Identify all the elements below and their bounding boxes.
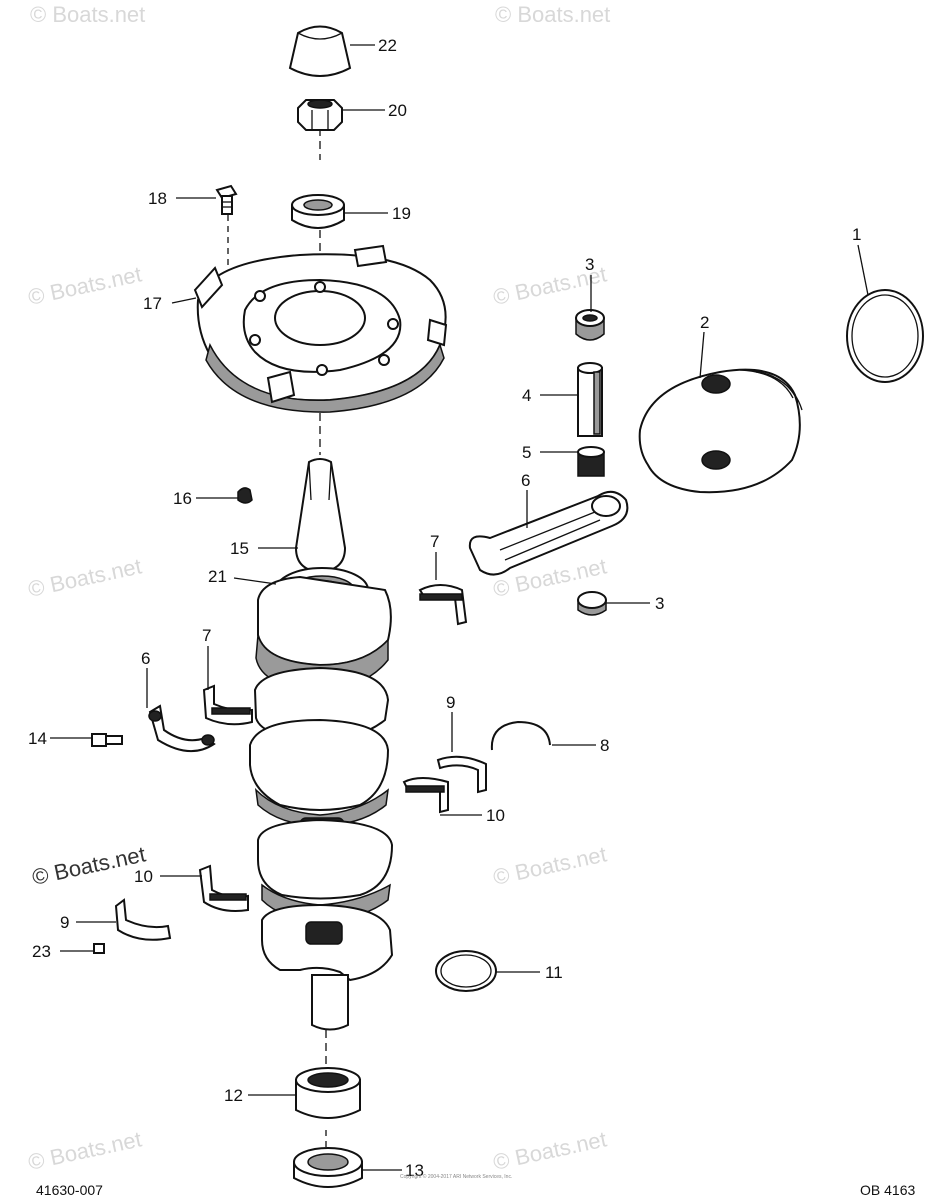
- watermark: © Boats.net: [26, 261, 144, 309]
- part-10-bearing-cage-upper: [402, 777, 449, 814]
- callout-3-upper: 3: [585, 255, 594, 274]
- watermark: © Boats.net: [26, 553, 144, 601]
- callout-23: 23: [32, 942, 51, 961]
- watermark: © Boats.net: [491, 841, 609, 889]
- part-19-seal: [291, 194, 345, 229]
- callout-14: 14: [28, 729, 47, 748]
- callout-11: 11: [545, 963, 563, 982]
- watermark: © Boats.net: [491, 1126, 609, 1174]
- part-16-key: [237, 487, 253, 504]
- watermark: © Boats.net: [30, 841, 148, 889]
- part-23-screw: [93, 943, 105, 954]
- part-13-seal: [293, 1147, 363, 1188]
- part-3-needle-bearing-upper: [575, 309, 605, 341]
- callout-17: 17: [143, 294, 162, 313]
- part-17-retainer-plate: [193, 244, 448, 413]
- part-22-cap: [288, 25, 352, 77]
- part-3-needle-bearing-lower: [577, 591, 607, 616]
- callout-7-upper: 7: [430, 532, 439, 551]
- watermark: © Boats.net: [26, 1126, 144, 1174]
- callout-10-lower: 10: [134, 867, 153, 886]
- drawing-number: 41630-007: [36, 1182, 103, 1198]
- watermark: © Boats.net: [495, 2, 610, 27]
- callout-8: 8: [600, 736, 609, 755]
- callout-6-rod: 6: [521, 471, 530, 490]
- part-4-wrist-pin: [577, 362, 603, 437]
- callout-10-upper: 10: [486, 806, 505, 825]
- callout-6-cap: 6: [141, 649, 150, 668]
- callout-9-lower: 9: [60, 913, 69, 932]
- part-7-bearing-cage-lower: [202, 684, 253, 726]
- part-9-bearing-half-upper: [436, 755, 487, 794]
- callout-12: 12: [224, 1086, 243, 1105]
- part-6-connecting-rod: [468, 490, 629, 576]
- callout-19: 19: [392, 204, 411, 223]
- callout-labels: 22 20 18 19 1 3 17 2 4 5 6 16 7 15 21 3 …: [28, 36, 861, 1180]
- callout-4: 4: [522, 386, 531, 405]
- part-7-bearing-cage-upper: [418, 584, 468, 626]
- figure-code: OB 4163: [860, 1182, 915, 1198]
- part-5-needle-bearing: [577, 446, 605, 477]
- part-20-nut: [297, 99, 343, 131]
- part-18-bolt: [215, 184, 238, 215]
- callout-20: 20: [388, 101, 407, 120]
- callout-16: 16: [173, 489, 192, 508]
- part-10-bearing-cage-lower: [198, 864, 249, 912]
- callout-3-lower: 3: [655, 594, 664, 613]
- callout-5: 5: [522, 443, 531, 462]
- watermark: © Boats.net: [30, 2, 145, 27]
- part-8-retaining-ring: [490, 720, 551, 751]
- part-1-piston-ring: [846, 289, 924, 383]
- part-9-bearing-half-lower: [114, 898, 172, 941]
- center-axis: [227, 128, 327, 1148]
- crankshaft-assembly: [249, 458, 394, 1031]
- copyright-text: Copyright © 2004-2017 ARI Network Servic…: [400, 1173, 512, 1180]
- part-11-ring: [435, 950, 497, 992]
- part-2-piston: [638, 368, 803, 494]
- callout-1: 1: [852, 225, 861, 244]
- callout-18: 18: [148, 189, 167, 208]
- part-14-screw: [91, 733, 123, 747]
- callout-7-lower: 7: [202, 626, 211, 645]
- callout-13: 13: [405, 1161, 424, 1180]
- callout-22: 22: [378, 36, 397, 55]
- part-6-rod-cap: [148, 704, 216, 752]
- callout-2: 2: [700, 313, 709, 332]
- callout-21: 21: [208, 567, 227, 586]
- callout-9-upper: 9: [446, 693, 455, 712]
- callout-15: 15: [230, 539, 249, 558]
- part-12-roller-bearing: [295, 1067, 361, 1119]
- leader-lines: [50, 44, 869, 1171]
